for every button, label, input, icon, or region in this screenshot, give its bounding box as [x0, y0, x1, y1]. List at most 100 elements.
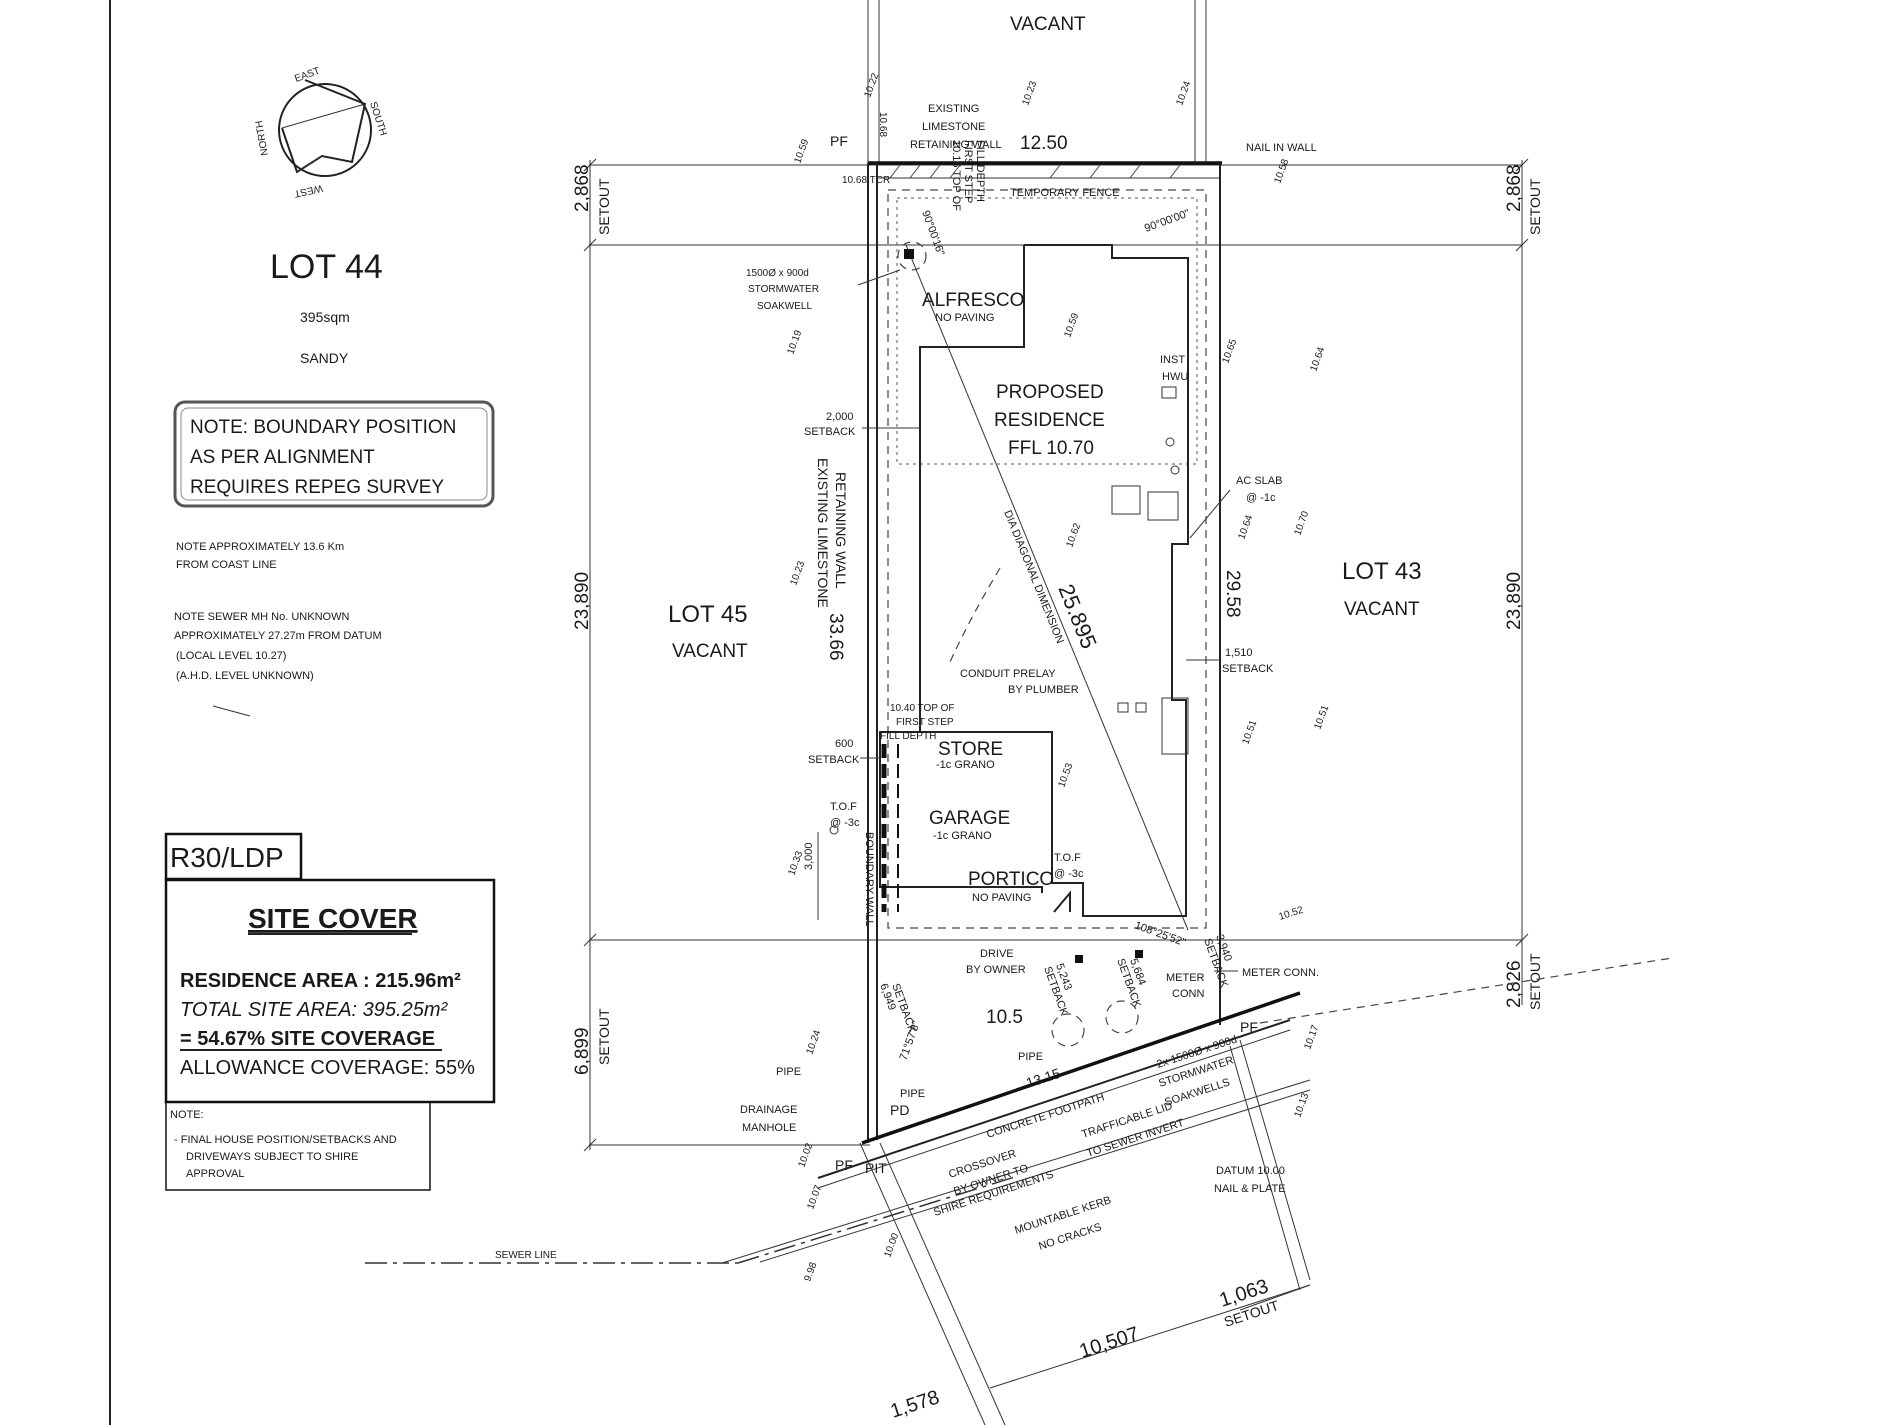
- svg-text:10.65: 10.65: [1220, 337, 1239, 365]
- drainage-2: MANHOLE: [742, 1122, 796, 1134]
- pd-label: PD: [890, 1102, 909, 1118]
- inst-hwu-1: INST: [1160, 354, 1185, 366]
- svg-text:10.23: 10.23: [788, 559, 807, 587]
- site-coverage: = 54.67% SITE COVERAGE: [180, 1028, 435, 1050]
- boundary-note-line-1: NOTE: BOUNDARY POSITION: [190, 417, 456, 438]
- svg-text:10.07: 10.07: [805, 1183, 824, 1211]
- allowance-coverage: ALLOWANCE COVERAGE: 55%: [180, 1057, 475, 1079]
- svg-text:10.23: 10.23: [1020, 79, 1039, 107]
- conduit-2: BY PLUMBER: [1008, 684, 1079, 696]
- sewer-note-line-4: (A.H.D. LEVEL UNKNOWN): [176, 670, 314, 682]
- diagonal-dimension-label: DIA DIAGONAL DIMENSION: [1001, 509, 1066, 646]
- drive-2: BY OWNER: [966, 964, 1026, 976]
- svg-text:10.70: 10.70: [1292, 509, 1311, 537]
- total-site-area: TOTAL SITE AREA: 395.25m²: [180, 999, 448, 1021]
- angle-top-right: 90°00'00": [1143, 207, 1191, 234]
- sewer-note-line-2: APPROXIMATELY 27.27m FROM DATUM: [174, 630, 382, 642]
- svg-text:10.53: 10.53: [1056, 761, 1075, 789]
- svg-text:10.64: 10.64: [1308, 345, 1327, 373]
- sewer-note-line-1: NOTE SEWER MH No. UNKNOWN: [174, 611, 349, 623]
- bottom-width: 10.5: [986, 1007, 1023, 1028]
- soakwell-symbol: [897, 241, 927, 271]
- dim-23890-left: 23,890: [572, 572, 593, 630]
- coast-note-line-2: FROM COAST LINE: [176, 559, 277, 571]
- lot45-status: VACANT: [672, 641, 748, 662]
- footpath-edge: [817, 1019, 1291, 1179]
- svg-text:10.13: 10.13: [1292, 1091, 1311, 1119]
- svg-text:10.59: 10.59: [792, 137, 811, 165]
- store-label: STORE: [938, 739, 1003, 760]
- drive-1: DRIVE: [980, 948, 1014, 960]
- residence-line-1: PROPOSED: [996, 382, 1104, 403]
- svg-text:10.52: 10.52: [1278, 905, 1306, 923]
- house-note-line-1: - FINAL HOUSE POSITION/SETBACKS AND: [174, 1134, 397, 1146]
- dim-2826: 2,826: [1504, 960, 1525, 1008]
- dim-6899: 6,899: [572, 1027, 593, 1075]
- pf-bottom-right: PF: [1240, 1019, 1258, 1035]
- residence-outline: [879, 244, 1189, 917]
- pipe-center: PIPE: [1018, 1051, 1043, 1063]
- existing-wall-top-1: EXISTING: [928, 103, 979, 115]
- setout-bottom-right: SETOUT: [1527, 953, 1543, 1010]
- depth-right: 29.58: [1222, 570, 1243, 618]
- coast-note-line-1: NOTE APPROXIMATELY 13.6 Km: [176, 541, 344, 553]
- lot44-title: LOT 44: [270, 248, 383, 286]
- datum-1: DATUM 10.00: [1216, 1165, 1285, 1177]
- top-vacant-label: VACANT: [1010, 14, 1086, 35]
- boundary-note-line-3: REQUIRES REPEG SURVEY: [190, 477, 444, 498]
- top-width: 12.50: [1020, 133, 1068, 154]
- tcr-level: 10.68 TCR: [842, 175, 890, 186]
- compass-north: NORTH: [254, 120, 271, 157]
- pipe-left: PIPE: [776, 1066, 801, 1078]
- tof-right-2: @ -3c: [1054, 868, 1084, 880]
- existing-wall-top-2: LIMESTONE: [922, 121, 985, 133]
- angle-bottom-right: 108°25'52": [1133, 920, 1187, 950]
- compass-west: WEST: [293, 182, 324, 199]
- site-cover-title: SITE COVER: [248, 903, 418, 934]
- bottom-dimension-line: [989, 1284, 1311, 1389]
- svg-text:10.64: 10.64: [1236, 513, 1255, 541]
- svg-text:10.00: 10.00: [882, 1231, 901, 1259]
- soakwell-1: 1500Ø x 900d: [746, 268, 809, 279]
- alfresco-no-paving: NO PAVING: [935, 312, 995, 324]
- temporary-fence: TEMPORARY FENCE: [1010, 187, 1120, 199]
- top-of-step-upper-1: 10.15 TOP OF: [950, 140, 962, 211]
- dim-2868-left: 2,868: [572, 164, 593, 212]
- top-of-step-upper-3: FILL DEPTH: [974, 140, 986, 202]
- boundary-note-box: NOTE: BOUNDARY POSITION AS PER ALIGNMENT…: [173, 400, 495, 508]
- inst-hwu-2: HWU: [1162, 371, 1188, 383]
- ac-slab-2: @ -1c: [1246, 492, 1276, 504]
- residence-line-2: RESIDENCE: [994, 410, 1105, 431]
- garage-label: GARAGE: [929, 808, 1010, 829]
- setback-600-label: SETBACK: [808, 754, 860, 766]
- garage-grano: -1c GRANO: [933, 830, 992, 842]
- site-cover-panel: R30/LDP SITE COVER RESIDENCE AREA : 215.…: [164, 832, 496, 1191]
- house-note-line-3: APPROVAL: [186, 1168, 245, 1180]
- existing-wall-side-1: EXISTING LIMESTONE: [815, 458, 831, 608]
- existing-wall-top-3: RETAINING WALL: [910, 139, 1002, 151]
- pipe-bottom: PIPE: [900, 1088, 925, 1100]
- lot43-title: LOT 43: [1342, 558, 1422, 585]
- store-grano: -1c GRANO: [936, 759, 995, 771]
- dim-23890-right: 23,890: [1504, 572, 1525, 630]
- residence-ffl: FFL 10.70: [1008, 438, 1094, 459]
- dim-2868-right: 2,868: [1504, 164, 1525, 212]
- svg-text:10.24: 10.24: [1174, 79, 1193, 107]
- diagonal-dimension-line: [905, 244, 1189, 931]
- boundary-wall-label: BOUNDARY WALL: [863, 832, 875, 927]
- meter-2: CONN: [1172, 988, 1204, 1000]
- dim-10507: 10,507: [1077, 1323, 1142, 1363]
- tof-left-1: T.O.F: [830, 801, 857, 813]
- setout-bottom-left: SETOUT: [596, 1008, 612, 1065]
- meter-conn: METER CONN.: [1242, 967, 1319, 979]
- svg-text:10.62: 10.62: [1064, 521, 1083, 549]
- pf-bottom-left: PF: [835, 1157, 853, 1173]
- existing-wall-side-2: RETAINING WALL: [833, 472, 849, 589]
- svg-text:10.51: 10.51: [1240, 718, 1259, 746]
- residence-area: RESIDENCE AREA : 215.96m²: [180, 970, 461, 992]
- setback-1510-label: SETBACK: [1222, 663, 1274, 675]
- setback-1510-value: 1,510: [1225, 647, 1253, 659]
- lot45-title: LOT 45: [668, 601, 748, 628]
- lot43-status: VACANT: [1344, 599, 1420, 620]
- dim-1578: 1,578: [888, 1386, 942, 1422]
